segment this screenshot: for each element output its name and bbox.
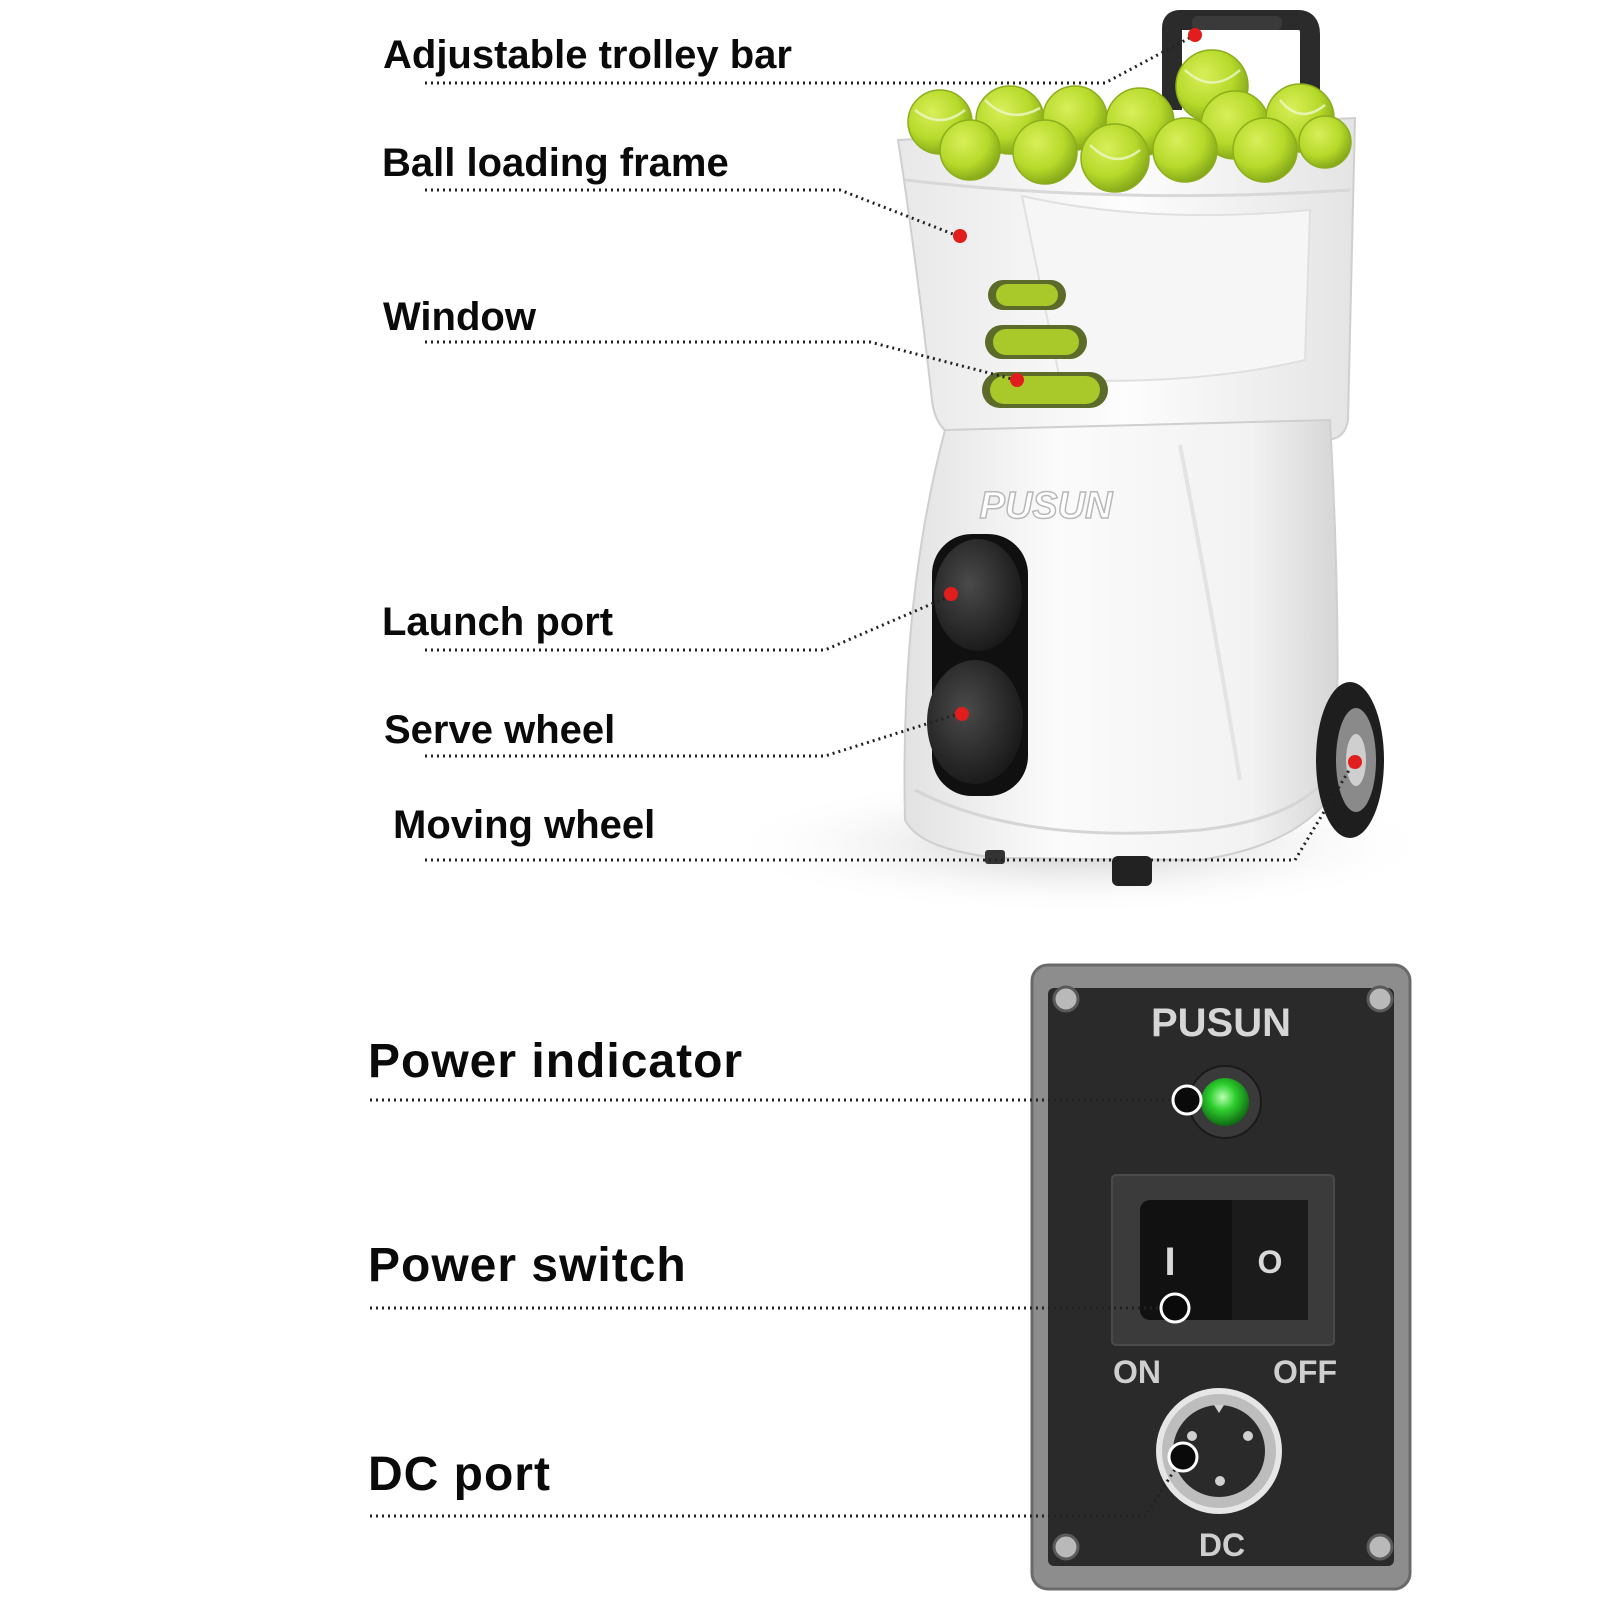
- label-launch-port: Launch port: [382, 600, 614, 644]
- label-ball-loading-frame: Ball loading frame: [382, 141, 729, 185]
- panel-leader-lines: [370, 1098, 1185, 1518]
- label-power-switch: Power switch: [368, 1239, 687, 1292]
- switch-off-label: OFF: [1273, 1354, 1337, 1390]
- machine-logo: PUSUN: [979, 485, 1114, 527]
- power-indicator-light: [1201, 1078, 1249, 1126]
- panel-callout-markers: [1159, 1084, 1203, 1473]
- ball-loading-frame-marker: [953, 229, 967, 243]
- trolley-bar-grip: [1192, 16, 1282, 30]
- label-dc-port: DC port: [368, 1448, 551, 1501]
- panel-logo: PUSUN: [1151, 1001, 1291, 1045]
- machine-foot: [1112, 856, 1152, 886]
- label-power-indicator: Power indicator: [368, 1035, 744, 1088]
- label-adjustable-trolley-bar: Adjustable trolley bar: [383, 33, 792, 77]
- switch-off-symbol: O: [1258, 1244, 1283, 1280]
- dc-port-label: DC: [1199, 1527, 1245, 1563]
- label-window: Window: [383, 295, 536, 339]
- tennis-balls: [907, 49, 1352, 193]
- launch-roller: [934, 539, 1022, 651]
- trolley-bar-marker: [1188, 28, 1202, 42]
- power-indicator-marker: [1171, 1084, 1203, 1116]
- serve-wheel-marker: [955, 707, 969, 721]
- dc-port-marker: [1167, 1441, 1199, 1473]
- serve-wheel-roller: [927, 660, 1023, 784]
- callout-markers: [944, 28, 1362, 769]
- switch-on-symbol: I: [1164, 1240, 1175, 1284]
- leader-lines: [425, 33, 1356, 862]
- label-moving-wheel: Moving wheel: [393, 803, 656, 847]
- switch-on-label: ON: [1113, 1354, 1161, 1390]
- launch-port-marker: [944, 587, 958, 601]
- window-marker: [1010, 373, 1024, 387]
- panel-screws: [1052, 985, 1394, 1561]
- moving-wheel-marker: [1348, 755, 1362, 769]
- power-switch-marker: [1159, 1292, 1191, 1324]
- label-serve-wheel: Serve wheel: [384, 708, 616, 752]
